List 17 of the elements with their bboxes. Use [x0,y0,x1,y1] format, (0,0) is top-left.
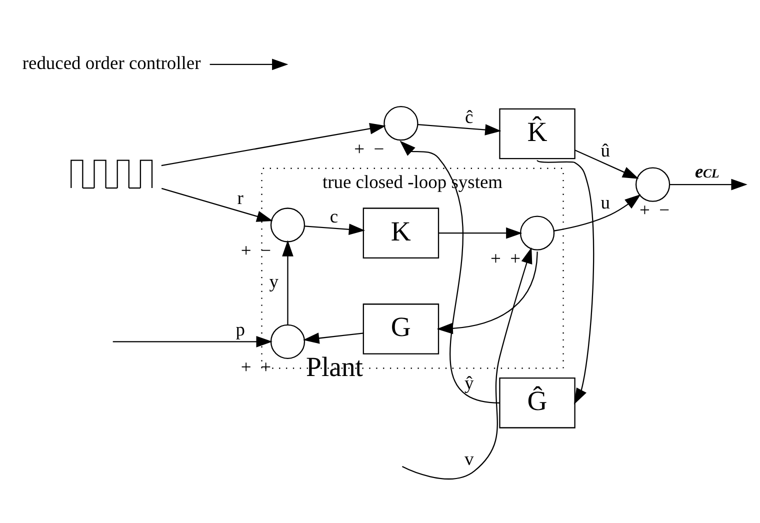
node-label: + + [490,248,521,269]
edge-label: p [236,320,245,340]
node-label: + + [240,357,272,378]
node-label: + − [354,138,384,159]
edge-label: ĉ [465,107,474,128]
edge-label: eCL [694,161,720,182]
node-label: + − [639,200,670,220]
edge-label: c [330,206,338,226]
edge-label: u [600,192,610,213]
node-label: + − [240,240,272,261]
edge-label: ŷ [464,372,474,393]
edge-label: v [464,449,474,470]
node-label: Plant [306,350,364,382]
edge-label: û [600,140,610,161]
edge-label: r [237,188,244,208]
node-text: reduced order controller [22,52,201,73]
edge-label: y [269,272,278,292]
